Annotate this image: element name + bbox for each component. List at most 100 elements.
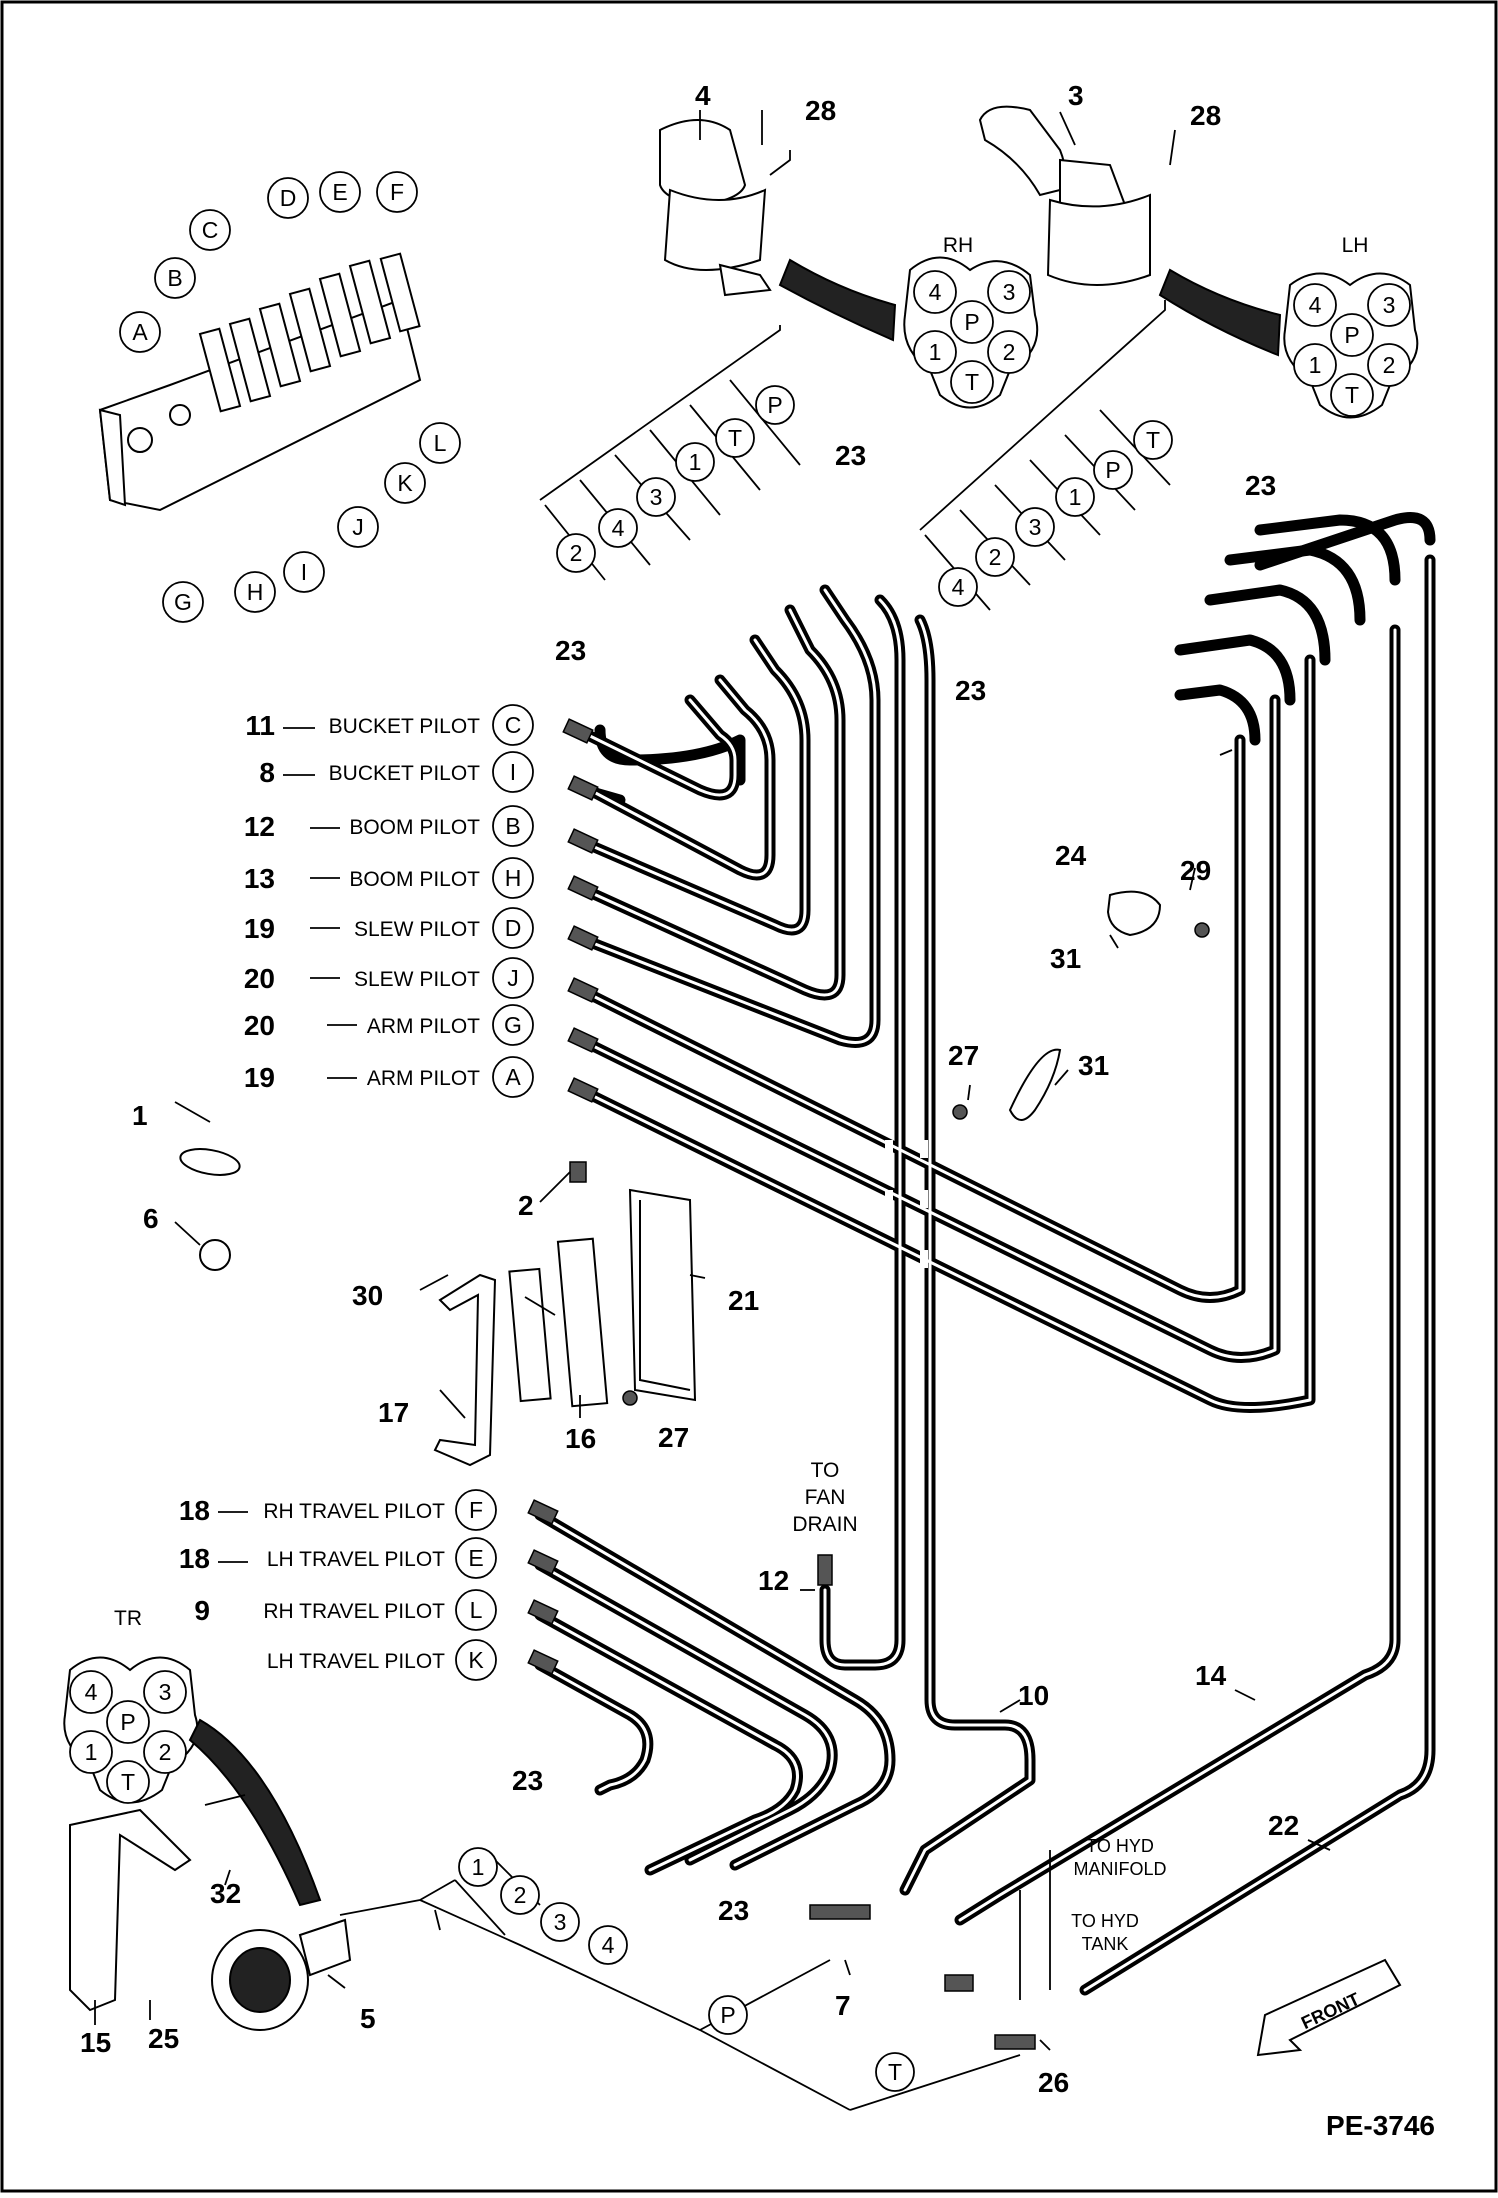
connector-lh-pin-4: 2 (1383, 352, 1396, 378)
travel-row-1-port-ring (455, 1537, 497, 1579)
connector-tr-pin-2-ring (106, 1700, 150, 1744)
lh-port-tag-1-ring (975, 537, 1015, 577)
callout-23e: 23 (512, 1765, 543, 1796)
lh-joystick (978, 105, 1282, 357)
valve-port-11: L (434, 430, 447, 456)
rh-joystick (659, 119, 897, 342)
fan-drain-note-3: DRAIN (792, 1513, 857, 1536)
hyd-tank-note-1: TO HYD (1071, 1911, 1139, 1931)
callout-17: 17 (378, 1397, 409, 1428)
callout-4: 4 (695, 80, 711, 111)
connector-rh-pin-1: 3 (1003, 279, 1016, 305)
connector-tr-pin-5-ring (106, 1760, 150, 1804)
travel-row-1-label: LH TRAVEL PILOT (267, 1548, 445, 1571)
clamps (952, 890, 1210, 1121)
travel-row-0-port: F (469, 1497, 483, 1523)
valve-port-9: J (352, 514, 364, 540)
callout-23d: 23 (955, 675, 986, 706)
valve-port-9-ring (337, 506, 379, 548)
travel-row-3-label: LH TRAVEL PILOT (267, 1650, 445, 1673)
rh-port-tag-2-ring (636, 477, 676, 517)
valve-port-6: G (174, 589, 192, 615)
callout-1: 1 (132, 1100, 148, 1131)
connector-rh-pin-4: 2 (1003, 339, 1016, 365)
pilot-row-1-port: I (510, 759, 516, 785)
label-leaders (94, 110, 1331, 2051)
tr-port-tag-0-ring (458, 1847, 498, 1887)
travel-row-0-callout: 18 (179, 1495, 210, 1526)
pilot-row-3-port: H (505, 865, 522, 891)
tr-port-tag-1: 2 (514, 1882, 527, 1908)
rh-port-tag-3-ring (675, 442, 715, 482)
rh-port-tag-0: 2 (570, 540, 583, 566)
pilot-row-0-port-ring (492, 704, 534, 746)
pilot-row-5-port: J (507, 965, 519, 991)
pilot-row-2-callout: 12 (244, 811, 275, 842)
pilot-row-3-label: BOOM PILOT (349, 868, 480, 891)
travel-row-1-callout: 18 (179, 1543, 210, 1574)
rh-connector-title: RH (943, 234, 973, 257)
callout-30: 30 (352, 1280, 383, 1311)
connector-tr-pin-5: T (121, 1769, 135, 1795)
callout-23c: 23 (1245, 470, 1276, 501)
valve-port-5: F (390, 179, 404, 205)
hyd-manifold-note-2: MANIFOLD (1073, 1859, 1166, 1879)
callout-27a: 27 (948, 1040, 979, 1071)
callout-24: 24 (1055, 840, 1087, 871)
lh-port-tag-1: 2 (989, 544, 1002, 570)
callout-27b: 27 (658, 1422, 689, 1453)
travel-pedal-valve (69, 1718, 352, 2031)
connector-tr-pin-1: 3 (159, 1679, 172, 1705)
connector-rh-pin-2-ring (950, 300, 994, 344)
hyd-manifold-note-1: TO HYD (1086, 1836, 1154, 1856)
lh-port-tag-2-ring (1015, 507, 1055, 547)
valve-port-2: C (202, 217, 219, 243)
valve-port-5-ring (376, 171, 418, 213)
callout-14: 14 (1195, 1660, 1227, 1691)
connector-tr-pin-0-ring (69, 1670, 113, 1714)
connector-rh-pin-5: T (965, 369, 979, 395)
callout-23f: 23 (718, 1895, 749, 1926)
connector-rh-pin-1-ring (987, 270, 1031, 314)
travel-row-0-label: RH TRAVEL PILOT (263, 1500, 445, 1523)
connector-lh-pin-2-ring (1330, 313, 1374, 357)
tr-port-tag-3: 4 (602, 1932, 615, 1958)
part-callouts: 4 28 3 28 23 23 23 23 24 29 31 31 27 1 6… (80, 80, 1299, 2098)
hose-cores (538, 558, 1432, 1992)
rh-port-tag-5: P (767, 392, 782, 418)
connector-tr-pin-4-ring (143, 1730, 187, 1774)
rh-port-tag-0-ring (556, 533, 596, 573)
rh-port-tag-4: T (728, 425, 742, 451)
valve-port-1-ring (154, 257, 196, 299)
pilot-row-6-label: ARM PILOT (367, 1015, 480, 1038)
control-valve (98, 252, 422, 512)
travel-row-2-port-ring (455, 1589, 497, 1631)
rh-port-tag-1-ring (598, 508, 638, 548)
pilot-row-6-port: G (504, 1012, 522, 1038)
valve-port-7: H (247, 579, 264, 605)
connector-lh-pin-1-ring (1367, 283, 1411, 327)
connector-lh-pin-5-ring (1330, 373, 1374, 417)
connector-rh-pin-5-ring (950, 360, 994, 404)
valve-port-8: I (301, 559, 307, 585)
valve-port-1: B (167, 265, 182, 291)
callout-10: 10 (1018, 1680, 1049, 1711)
connector-lh-pin-1: 3 (1383, 292, 1396, 318)
pilot-row-6-callout: 20 (244, 1010, 275, 1041)
pilot-row-0-label: BUCKET PILOT (329, 715, 480, 738)
connector-lh-pin-3: 1 (1309, 352, 1322, 378)
lh-port-tag-3-ring (1055, 477, 1095, 517)
valve-port-0: A (132, 319, 148, 345)
connector-rh-pin-4-ring (987, 330, 1031, 374)
travel-row-2-port: L (470, 1597, 483, 1623)
connector-tr-pin-3: 1 (85, 1739, 98, 1765)
tr-port-tag-3-ring (588, 1925, 628, 1965)
lh-port-tag-3: 1 (1069, 484, 1082, 510)
